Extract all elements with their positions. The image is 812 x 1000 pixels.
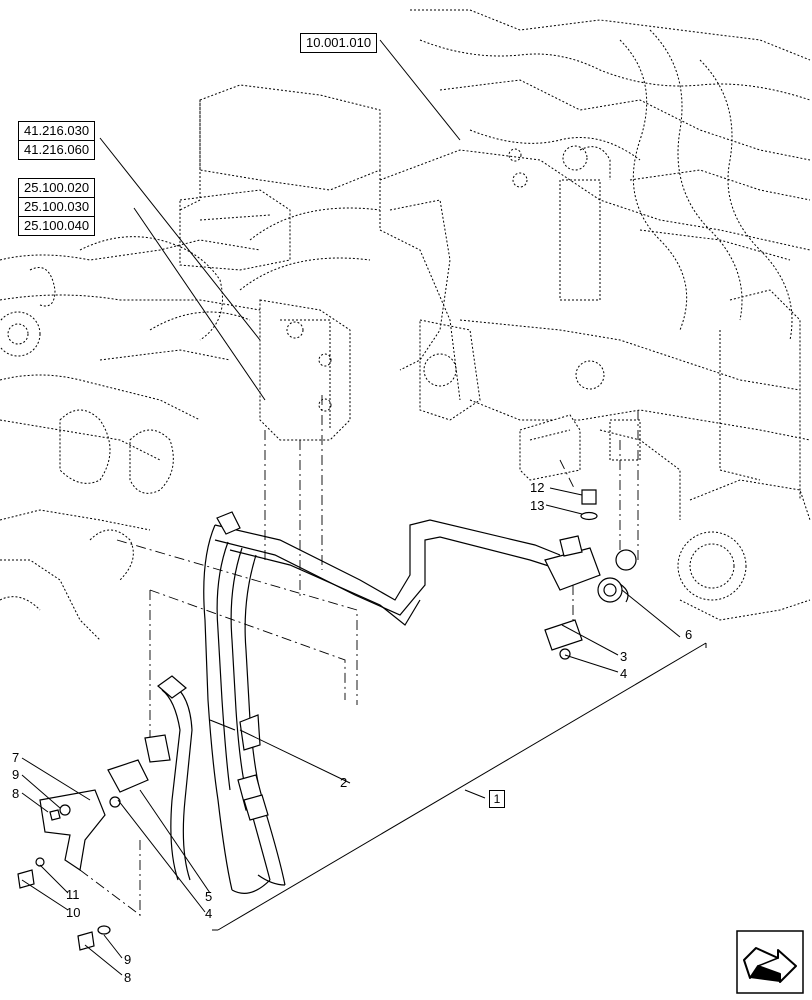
callout-1: 1 bbox=[489, 790, 505, 808]
ref-box-25-100-030[interactable]: 25.100.030 bbox=[18, 197, 96, 216]
callout-11: 11 bbox=[66, 887, 80, 902]
callout-9-lower: 9 bbox=[124, 952, 132, 967]
callout-7: 7 bbox=[12, 750, 20, 765]
callout-5: 5 bbox=[205, 889, 213, 904]
callout-4-lower: 4 bbox=[205, 906, 213, 921]
callout-6: 6 bbox=[685, 627, 693, 642]
leader-lines bbox=[21, 39, 707, 976]
callout-2: 2 bbox=[340, 775, 348, 790]
hose-assembly bbox=[17, 489, 637, 951]
callout-4-upper: 4 bbox=[620, 666, 628, 681]
ref-box-41-216-060[interactable]: 41.216.060 bbox=[18, 140, 96, 160]
ref-box-25-100-020[interactable]: 25.100.020 bbox=[18, 178, 96, 197]
callout-9-upper: 9 bbox=[12, 767, 20, 782]
callout-13: 13 bbox=[530, 498, 545, 513]
assembly-guide-lines bbox=[79, 395, 639, 920]
ref-box-25-100-040[interactable]: 25.100.040 bbox=[18, 216, 96, 236]
tractor-phantom-outline bbox=[0, 9, 811, 641]
callout-12: 12 bbox=[530, 480, 545, 495]
callout-8-upper: 8 bbox=[12, 786, 20, 801]
ref-box-engine[interactable]: 10.001.010 bbox=[300, 33, 378, 53]
ref-box-41-216-030[interactable]: 41.216.030 bbox=[18, 121, 96, 140]
callout-8-lower: 8 bbox=[124, 970, 132, 985]
callout-10: 10 bbox=[66, 905, 81, 920]
next-page-arrow-icon[interactable] bbox=[736, 930, 804, 994]
callout-3: 3 bbox=[620, 649, 628, 664]
